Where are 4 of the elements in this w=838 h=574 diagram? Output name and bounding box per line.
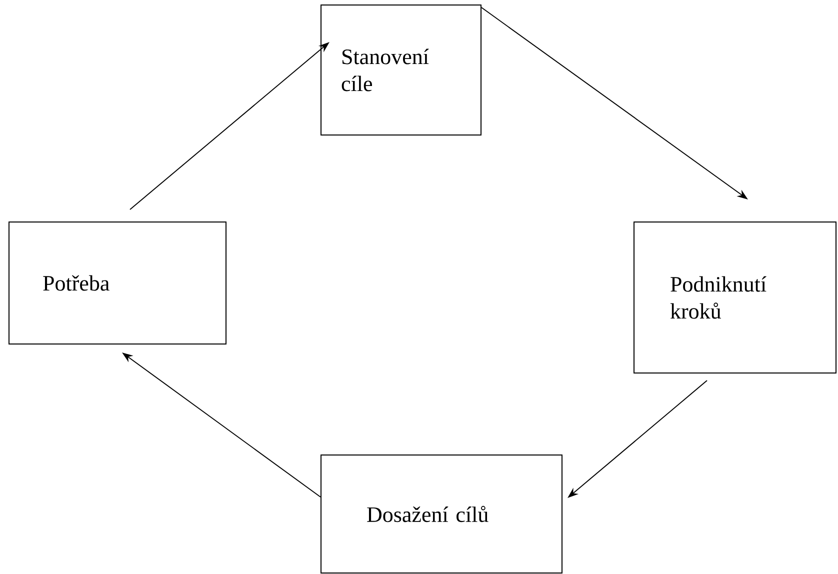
process-box: Potřeba <box>8 222 226 344</box>
process-box: Stanovení cíle <box>320 4 482 136</box>
process-box: Podniknutí kroků <box>634 222 836 374</box>
process-box: Dosažení cílů <box>320 454 562 574</box>
